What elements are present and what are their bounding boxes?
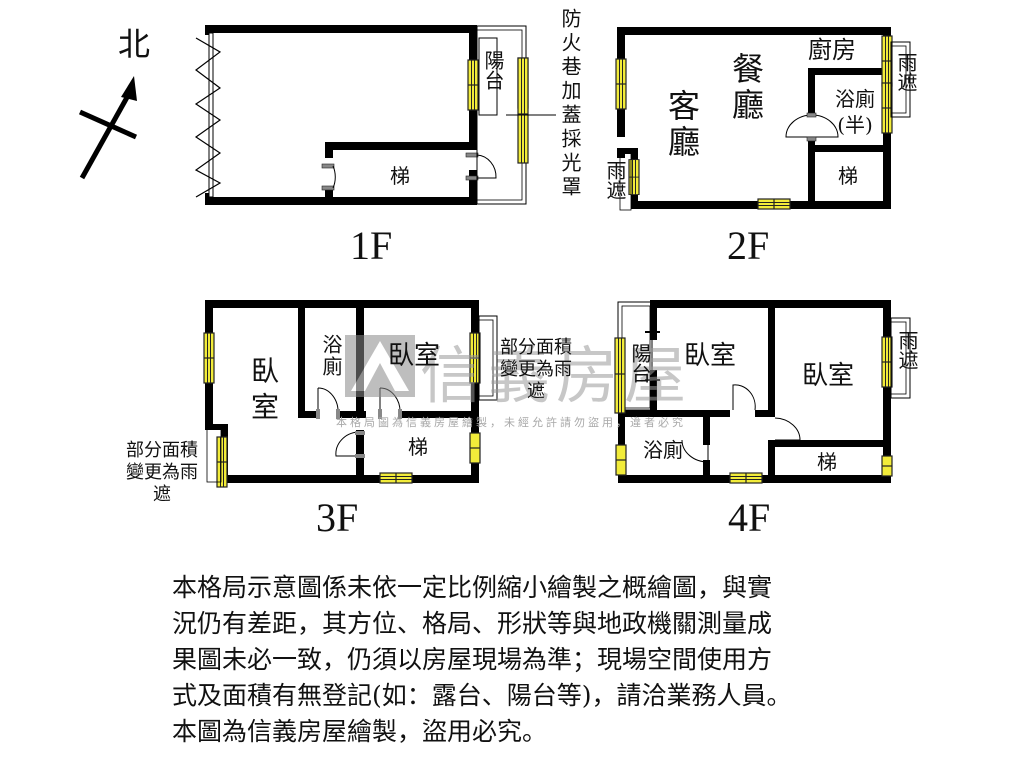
3f-note-right-line-3: 遮 bbox=[527, 381, 545, 402]
3f-bedroom-left-label: 臥室 bbox=[247, 356, 280, 428]
4f-bedroom-left-label: 臥室 bbox=[684, 341, 737, 371]
watermark-brand: 信義房屋 bbox=[420, 339, 693, 412]
3f-note-right-line-2: 變更為雨 bbox=[500, 359, 572, 380]
3f-note-right: 部分面積 變更為雨 遮 bbox=[488, 337, 584, 403]
compass-north-label: 北 bbox=[118, 25, 151, 63]
2f-dining-label: 餐廳 bbox=[727, 52, 765, 124]
2f-awning-left-label: 雨遮 bbox=[603, 160, 627, 200]
2f-kitchen-label: 廚房 bbox=[808, 36, 856, 64]
3f-note-left-line-3: 遮 bbox=[153, 484, 171, 505]
4f-bedroom-right-label: 臥室 bbox=[802, 361, 855, 391]
1f-balcony-label: 陽台 bbox=[481, 50, 505, 90]
2f-living-label: 客廳 bbox=[663, 89, 701, 161]
4f-bath-label: 浴廁 bbox=[643, 438, 683, 462]
floor-title-1f: 1F bbox=[350, 223, 393, 268]
3f-stairs-label: 梯 bbox=[408, 435, 428, 459]
floor-1f-plan bbox=[194, 25, 556, 205]
brand-logo-watermark-icon bbox=[345, 335, 415, 397]
2f-half-bath-label: 浴廁(半) bbox=[835, 87, 875, 137]
3f-bedroom-right-label: 臥室 bbox=[388, 341, 441, 371]
north-arrow-icon bbox=[78, 76, 138, 180]
2f-stairs-label: 梯 bbox=[838, 164, 858, 188]
floor-4f-plan bbox=[614, 300, 911, 484]
floor-title-2f: 2F bbox=[727, 223, 770, 268]
disclaimer-text: 本格局示意圖係未依一定比例縮小繪製之概繪圖，與實 況仍有差距，其方位、格局、形狀… bbox=[172, 570, 952, 750]
3f-note-left-line-1: 部分面積 bbox=[126, 440, 198, 461]
disclaimer-line-5: 本圖為信義房屋繪製，盜用必究。 bbox=[172, 717, 548, 746]
1f-annotation-label: 防火巷加蓋採光罩 bbox=[558, 8, 582, 200]
floor-2f-plan bbox=[615, 27, 911, 211]
3f-note-left-line-2: 變更為雨 bbox=[126, 462, 198, 483]
disclaimer-line-2: 況仍有差距，其方位、格局、形狀等與地政機關測量成 bbox=[172, 609, 773, 638]
floor-title-4f: 4F bbox=[728, 495, 771, 540]
disclaimer-line-4: 式及面積有無登記(如：露台、陽台等)，請洽業務人員。 bbox=[172, 681, 792, 710]
watermark-notice: 本格局圖為信義房屋繪製，未經允許請勿盜用，違者必究 bbox=[336, 416, 686, 429]
disclaimer-line-1: 本格局示意圖係未依一定比例縮小繪製之概繪圖，與實 bbox=[172, 573, 773, 602]
3f-bath-label: 浴廁 bbox=[319, 334, 343, 378]
floor-title-3f: 3F bbox=[316, 495, 359, 540]
3f-note-left: 部分面積 變更為雨 遮 bbox=[114, 440, 210, 506]
1f-stairs-label: 梯 bbox=[390, 164, 410, 188]
4f-balcony-label: 陽台 bbox=[628, 343, 652, 383]
2f-awning-right-label: 雨遮 bbox=[894, 52, 918, 92]
disclaimer-line-3: 果圖未必一致，仍須以房屋現場為準；現場空間使用方 bbox=[172, 645, 773, 674]
4f-stairs-label: 梯 bbox=[817, 450, 837, 474]
3f-note-right-line-1: 部分面積 bbox=[500, 337, 572, 358]
4f-awning-label: 雨遮 bbox=[895, 330, 919, 370]
